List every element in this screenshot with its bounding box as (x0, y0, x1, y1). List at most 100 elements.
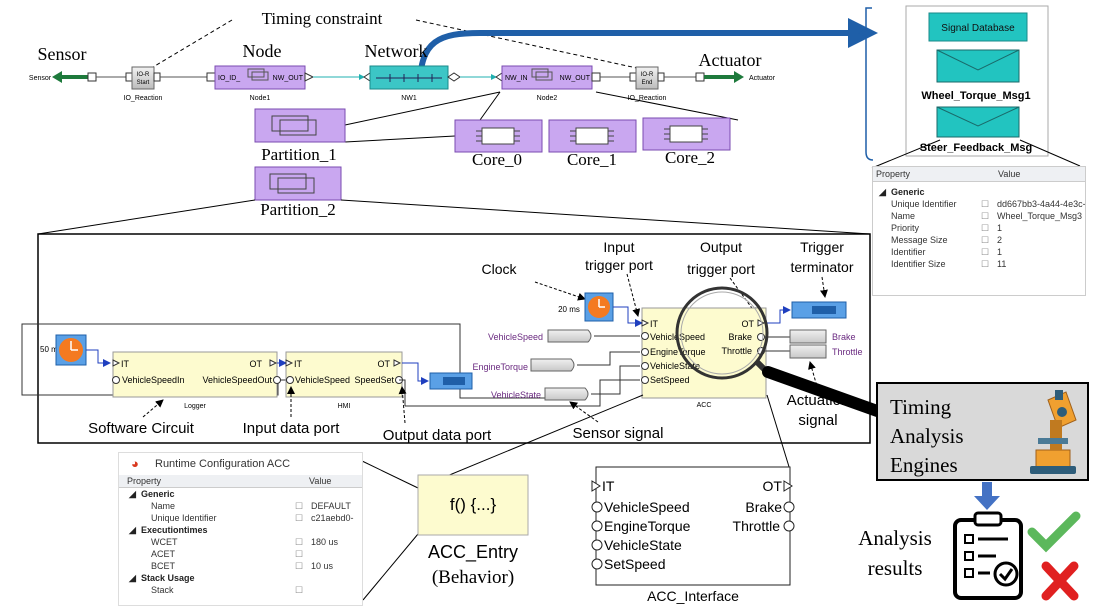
checkbox-icon[interactable]: ☐ (295, 513, 304, 523)
checkbox-icon[interactable]: ☐ (981, 199, 990, 209)
runtime-group-row[interactable]: ◢Executiontimes (119, 524, 362, 536)
output-trigger-annotation-1: Output (700, 239, 742, 255)
sig-vehiclespeed-block[interactable] (547, 329, 592, 343)
checkbox-icon[interactable]: ☐ (981, 259, 990, 269)
runtime-group-row[interactable]: ◢Generic (119, 488, 362, 500)
io-end-bottom-label: End (642, 80, 653, 86)
acc-in2: EngineTorque (650, 347, 706, 357)
props-row[interactable]: Unique Identifier☐dd667bb3-4a44-4e3c- (873, 198, 1085, 210)
checkbox-icon[interactable]: ☐ (295, 585, 304, 595)
checkbox-icon[interactable]: ☐ (981, 247, 990, 257)
engines-line3: Engines (890, 453, 958, 477)
props-row-name: Identifier Size (891, 259, 946, 269)
props-row[interactable]: Priority☐1 (873, 222, 1085, 234)
runtime-row[interactable]: Name☐DEFAULT (119, 500, 362, 512)
input-trigger-annotation-2: trigger port (585, 257, 653, 273)
results-line2: results (868, 556, 923, 580)
sig-enginetorque-block[interactable] (530, 358, 575, 372)
timing-constraint-label: Timing constraint (262, 9, 383, 28)
sig-vehiclestate-block[interactable] (544, 387, 589, 401)
props-row-value: 11 (997, 259, 1007, 269)
node1-caption: Node1 (250, 95, 271, 102)
props-row-value: 1 (997, 223, 1003, 233)
actuator-brake-block[interactable] (789, 329, 827, 344)
node2-in-port-label: NW_IN (505, 75, 528, 82)
behavior-block[interactable] (417, 474, 529, 536)
runtime-row[interactable]: BCET☐10 us (119, 560, 362, 572)
chevron-down-icon: ◢ (129, 573, 136, 583)
iface-out1: Brake (745, 499, 782, 515)
runtime-row[interactable]: Stack ☐ (119, 584, 362, 596)
microscope-icon (1030, 390, 1077, 474)
hmi-it: IT (294, 359, 303, 369)
partition2-block[interactable] (254, 166, 342, 201)
runtime-row[interactable]: Unique Identifier☐c21aebd0- (119, 512, 362, 524)
message2-label: Steer_Feedback_Msg (920, 142, 1033, 154)
runtime-row-name: Name (151, 501, 176, 511)
sensor-small-label: Sensor (29, 75, 52, 82)
props-row[interactable]: Identifier☐1 (873, 246, 1085, 258)
acc-ot: OT (742, 319, 755, 329)
checkbox-icon[interactable]: ☐ (295, 561, 304, 571)
message1-label: Wheel_Torque_Msg1 (921, 90, 1030, 102)
node2-out-port-label: NW_OUT (560, 75, 591, 82)
engines-line2: Analysis (890, 424, 964, 448)
core1-label: Core_1 (567, 150, 617, 169)
props-header-property: Property (876, 169, 911, 179)
props-group-generic: Generic (891, 187, 925, 197)
checkbox-icon[interactable]: ☐ (981, 223, 990, 233)
message2-envelope-icon[interactable] (936, 106, 1020, 138)
engines-to-results-arrow (974, 482, 1000, 510)
message1-envelope-icon[interactable] (936, 49, 1020, 83)
runtime-group-row[interactable]: ◢Stack Usage (119, 572, 362, 584)
runtime-row[interactable]: WCET☐180 us (119, 536, 362, 548)
props-row-value: 2 (997, 235, 1003, 245)
hmi-block[interactable] (285, 351, 403, 398)
output-data-port-annotation: Output data port (383, 427, 492, 444)
props-row-value: 1 (997, 247, 1003, 257)
checkbox-icon[interactable]: ☐ (295, 501, 304, 511)
runtime-row[interactable]: ACET☐ (119, 548, 362, 560)
props-header-value: Value (998, 169, 1021, 179)
partition1-block[interactable] (254, 108, 346, 143)
hmi-out-port: SpeedSet (354, 375, 394, 385)
checkbox-icon[interactable]: ☐ (295, 549, 304, 559)
acc-in3: VehicleState (650, 361, 700, 371)
props-row[interactable]: Name☐Wheel_Torque_Msg3 (873, 210, 1085, 222)
logger-block[interactable] (112, 351, 278, 398)
check-icon (1027, 511, 1081, 553)
actuator-throttle-block[interactable] (789, 344, 827, 359)
actuator-arrow-head (734, 71, 744, 83)
props-row[interactable]: Message Size☐2 (873, 234, 1085, 246)
act-brake-label: Brake (832, 332, 856, 342)
hmi-in-port: VehicleSpeed (295, 375, 350, 385)
props-row[interactable]: Identifier Size ☐ 11 (873, 258, 1085, 270)
io-start-top-label: IO-R (137, 72, 150, 78)
act-throttle-label: Throttle (832, 347, 863, 357)
timing-constraint-line-left (147, 19, 233, 71)
runtime-row-value: c21aebd0- (311, 513, 354, 523)
behavior-sub: (Behavior) (432, 567, 514, 588)
trigger-terminator-annotation-2: terminator (790, 259, 853, 275)
timing-constraint-line-right (415, 19, 647, 71)
sig-enginetorque-label: EngineTorque (472, 362, 528, 372)
checkbox-icon[interactable]: ☐ (981, 211, 990, 221)
checkbox-icon[interactable]: ☐ (981, 235, 990, 245)
iface-in3: VehicleState (604, 537, 682, 553)
iface-caption: ACC_Interface (647, 588, 739, 604)
behavior-name: ACC_Entry (428, 542, 518, 563)
signal-database-header[interactable] (928, 12, 1028, 42)
signal-database-title: Signal Database (941, 23, 1015, 34)
software-circuit-annotation: Software Circuit (88, 420, 195, 437)
runtime-row-name: Stack (151, 585, 174, 595)
actuator-label: Actuator (699, 50, 762, 70)
sensor-signal-annotation: Sensor signal (573, 425, 664, 442)
runtime-app-icon: ◕ (131, 456, 139, 471)
node2-caption: Node2 (537, 95, 558, 102)
acc-block[interactable] (641, 307, 767, 399)
checkbox-icon[interactable]: ☐ (295, 537, 304, 547)
acc-interface-block[interactable] (595, 466, 791, 586)
core0-label: Core_0 (472, 150, 522, 169)
sensor-port (87, 72, 97, 82)
